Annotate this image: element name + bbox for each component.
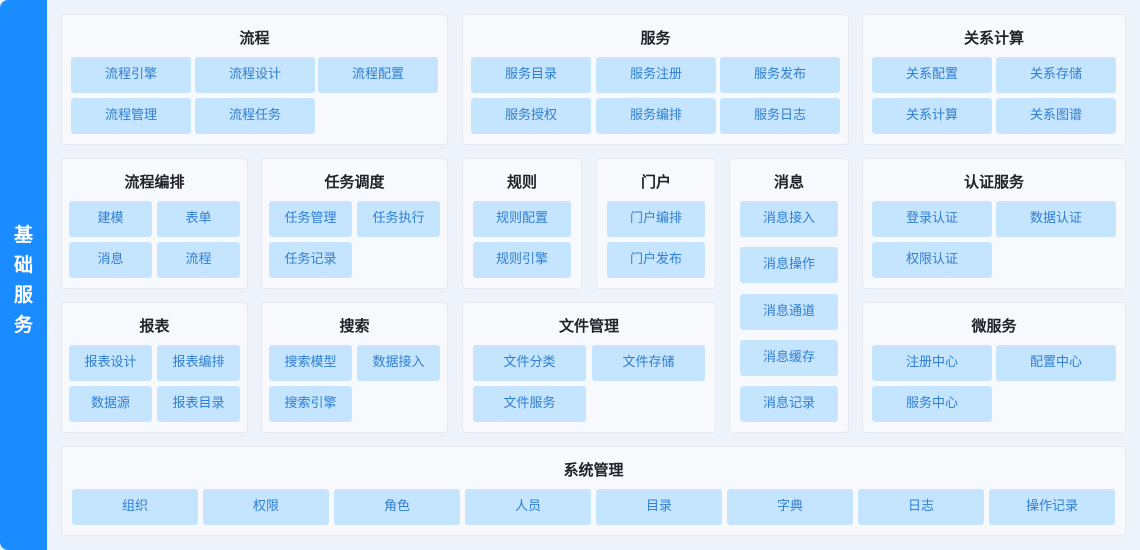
sidebar-base-services: 基 础 服 务	[0, 0, 47, 550]
service-item-button[interactable]: 目录	[596, 489, 722, 525]
panel-title: 微服务	[971, 317, 1017, 335]
service-item-button[interactable]: 任务管理	[269, 201, 352, 237]
panel-title: 流程编排	[124, 173, 185, 191]
service-item-button[interactable]: 门户编排	[607, 201, 705, 237]
service-item-button[interactable]: 消息接入	[740, 201, 838, 237]
panel-title: 任务调度	[324, 173, 385, 191]
service-item-button[interactable]: 服务授权	[471, 98, 591, 134]
service-item-button[interactable]: 人员	[465, 489, 591, 525]
service-item-button[interactable]: 数据接入	[357, 345, 440, 381]
service-item-button[interactable]: 消息	[69, 242, 152, 278]
panel-title: 报表	[139, 317, 170, 335]
service-item-button[interactable]: 流程引擎	[71, 57, 191, 93]
service-item-button[interactable]: 文件服务	[473, 386, 586, 422]
panel-title: 系统管理	[563, 461, 624, 479]
service-item-button[interactable]: 服务发布	[720, 57, 840, 93]
service-item-button[interactable]: 登录认证	[872, 201, 992, 237]
service-item-button[interactable]: 流程设计	[195, 57, 315, 93]
service-item-button[interactable]: 消息通道	[740, 294, 838, 330]
service-item-button[interactable]: 消息缓存	[740, 340, 838, 376]
service-item-button[interactable]: 流程管理	[71, 98, 191, 134]
service-item-button[interactable]: 数据源	[69, 386, 152, 422]
service-item-button[interactable]: 消息操作	[740, 247, 838, 283]
service-item-button[interactable]: 权限认证	[872, 242, 992, 278]
service-item-button[interactable]: 消息记录	[740, 386, 838, 422]
panel-title: 流程	[239, 29, 270, 47]
service-item-button[interactable]: 流程	[157, 242, 240, 278]
service-item-button[interactable]: 规则配置	[473, 201, 571, 237]
service-item-button[interactable]: 操作记录	[989, 489, 1115, 525]
service-item-button[interactable]: 搜索模型	[269, 345, 352, 381]
service-item-button[interactable]: 建模	[69, 201, 152, 237]
service-item-button[interactable]: 规则引擎	[473, 242, 571, 278]
service-item-button[interactable]: 关系配置	[872, 57, 992, 93]
service-item-button[interactable]: 配置中心	[996, 345, 1116, 381]
sidebar-char: 服	[13, 284, 33, 306]
service-item-button[interactable]: 关系图谱	[996, 98, 1116, 134]
service-item-button[interactable]: 关系计算	[872, 98, 992, 134]
service-item-button[interactable]: 任务执行	[357, 201, 440, 237]
service-item-button[interactable]: 注册中心	[872, 345, 992, 381]
service-item-button[interactable]: 关系存储	[996, 57, 1116, 93]
sidebar-char: 础	[13, 254, 33, 276]
service-item-button[interactable]: 数据认证	[996, 201, 1116, 237]
service-item-button[interactable]: 角色	[334, 489, 460, 525]
service-item-button[interactable]: 流程任务	[195, 98, 315, 134]
panel-title: 关系计算	[963, 29, 1024, 47]
service-item-button[interactable]: 报表目录	[157, 386, 240, 422]
service-item-button[interactable]: 组织	[72, 489, 198, 525]
sidebar-char: 基	[13, 224, 33, 246]
service-item-button[interactable]: 文件存储	[592, 345, 705, 381]
panel-title: 服务	[640, 29, 671, 47]
panel-title: 规则	[506, 173, 537, 191]
service-item-button[interactable]: 服务编排	[596, 98, 716, 134]
panel-title: 文件管理	[558, 317, 619, 335]
service-item-button[interactable]: 门户发布	[607, 242, 705, 278]
service-item-button[interactable]: 服务中心	[872, 386, 992, 422]
service-item-button[interactable]: 文件分类	[473, 345, 586, 381]
service-item-button[interactable]: 报表设计	[69, 345, 152, 381]
panel-title: 消息	[773, 173, 804, 191]
service-item-button[interactable]: 权限	[203, 489, 329, 525]
service-item-button[interactable]: 报表编排	[157, 345, 240, 381]
service-item-button[interactable]: 表单	[157, 201, 240, 237]
service-item-button[interactable]: 服务日志	[720, 98, 840, 134]
panel-title: 搜索	[339, 317, 370, 335]
service-item-button[interactable]: 搜索引擎	[269, 386, 352, 422]
service-item-button[interactable]: 字典	[727, 489, 853, 525]
service-item-button[interactable]: 流程配置	[318, 57, 438, 93]
service-item-button[interactable]: 日志	[858, 489, 984, 525]
panel-title: 认证服务	[963, 173, 1024, 191]
service-item-button[interactable]: 任务记录	[269, 242, 352, 278]
service-item-button[interactable]: 服务目录	[471, 57, 591, 93]
sidebar-label: 基 础 服 务	[0, 220, 47, 340]
panel-title: 门户	[640, 173, 671, 191]
sidebar-char: 务	[13, 314, 33, 336]
service-item-button[interactable]: 服务注册	[596, 57, 716, 93]
